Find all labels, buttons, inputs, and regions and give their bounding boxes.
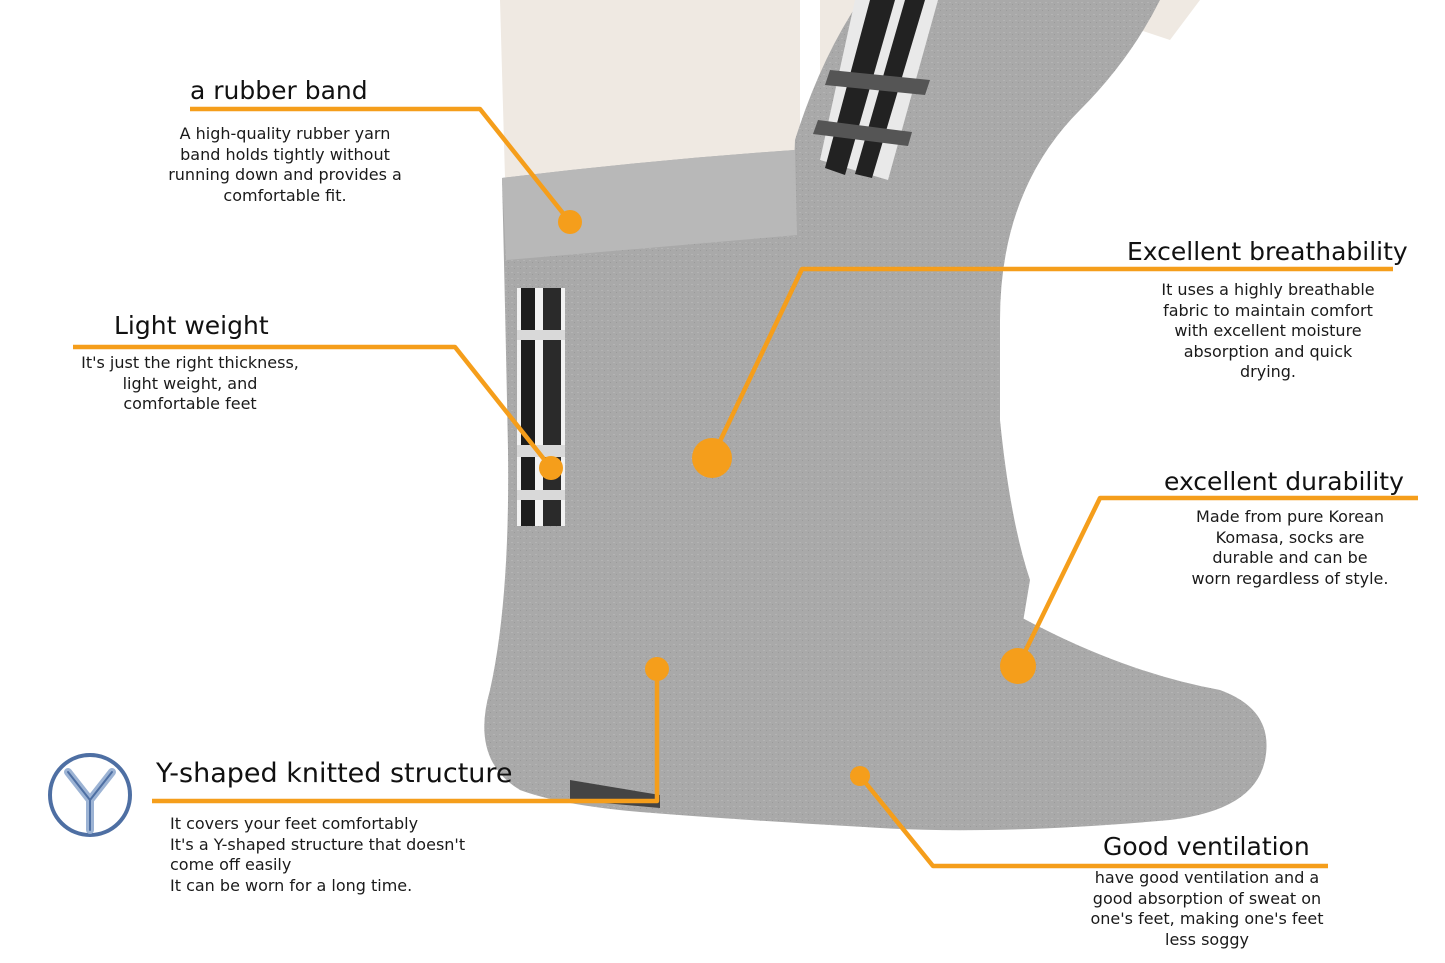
callout-lines: [73, 106, 1418, 869]
durability-description: Made from pure Korean Komasa, socks are …: [1191, 507, 1389, 588]
breathability-description: It uses a highly breathable fabric to ma…: [1161, 280, 1375, 381]
front-sock-stripe: [517, 288, 565, 526]
back-sock-stripe: [813, 0, 938, 180]
callout-dots: [539, 210, 1036, 786]
light-weight-title: Light weight: [114, 311, 269, 340]
durability-title: excellent durability: [1164, 467, 1404, 496]
y-structure-title: Y-shaped knitted structure: [156, 758, 513, 789]
light-weight-description: It's just the right thickness, light wei…: [81, 353, 299, 413]
y-structure-description: It covers your feet comfortably It's a Y…: [170, 814, 466, 895]
left-leg: [500, 0, 800, 178]
front-sock: [484, 150, 1267, 831]
ventilation-description: have good ventilation and a good absorpt…: [1090, 868, 1324, 949]
rubber-band-title: a rubber band: [190, 76, 368, 105]
rubber-band-description: A high-quality rubber yarn band holds ti…: [168, 124, 402, 205]
y-structure-logo-icon: [48, 753, 132, 837]
ventilation-title: Good ventilation: [1103, 832, 1310, 861]
breathability-title: Excellent breathability: [1127, 237, 1408, 266]
